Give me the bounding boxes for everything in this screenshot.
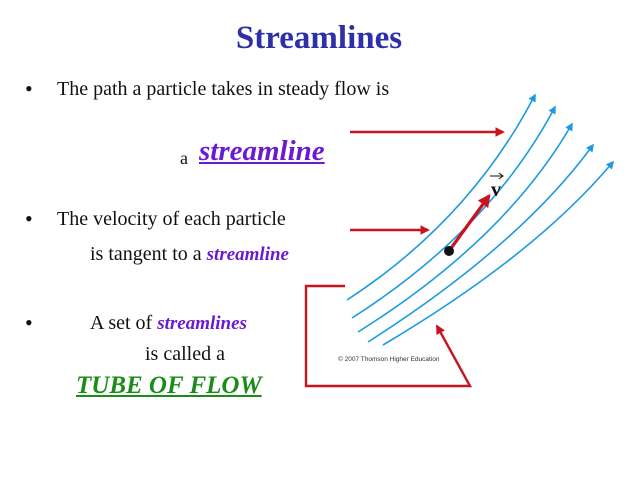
particle-velocity: v (444, 172, 504, 256)
slide-title: Streamlines (235, 20, 403, 56)
vector-overarrow-head (498, 172, 504, 180)
streamline-curve (346, 93, 536, 301)
copyright-text: © 2007 Thomson Higher Education (338, 355, 440, 363)
bullet-text-called: is called a (145, 343, 225, 365)
set-prefix: A set of (90, 312, 153, 334)
tangent-prefix: is tangent to a (90, 243, 202, 265)
bullet-marker: • (25, 206, 33, 231)
term-streamlines: streamlines (157, 313, 247, 334)
text-article: a (180, 148, 188, 168)
bullet-text-velocity: The velocity of each particle (57, 208, 286, 230)
velocity-label: v (491, 179, 501, 201)
pointer-arrow-tube (304, 284, 473, 388)
term-tube-of-flow: TUBE OF FLOW (76, 372, 262, 399)
term-streamline-tangent: streamline (206, 244, 289, 265)
bullet-text-path: The path a particle takes in steady flow… (57, 78, 390, 100)
bullet-text-set: A set of streamlines (90, 312, 247, 335)
streamline-curve (367, 143, 594, 343)
bullet-marker: • (25, 310, 33, 335)
bullet-text-tangent: is tangent to a streamline (90, 243, 289, 266)
particle-dot (444, 246, 454, 256)
streamline-curve (351, 105, 556, 319)
streamline-curve (357, 122, 573, 333)
streamline-curves (346, 93, 615, 346)
term-streamline: streamline (199, 135, 325, 167)
bullet-marker: • (25, 76, 33, 101)
streamline-curve (382, 160, 615, 346)
pointer-arrows (304, 127, 505, 388)
velocity-vector (447, 193, 491, 252)
